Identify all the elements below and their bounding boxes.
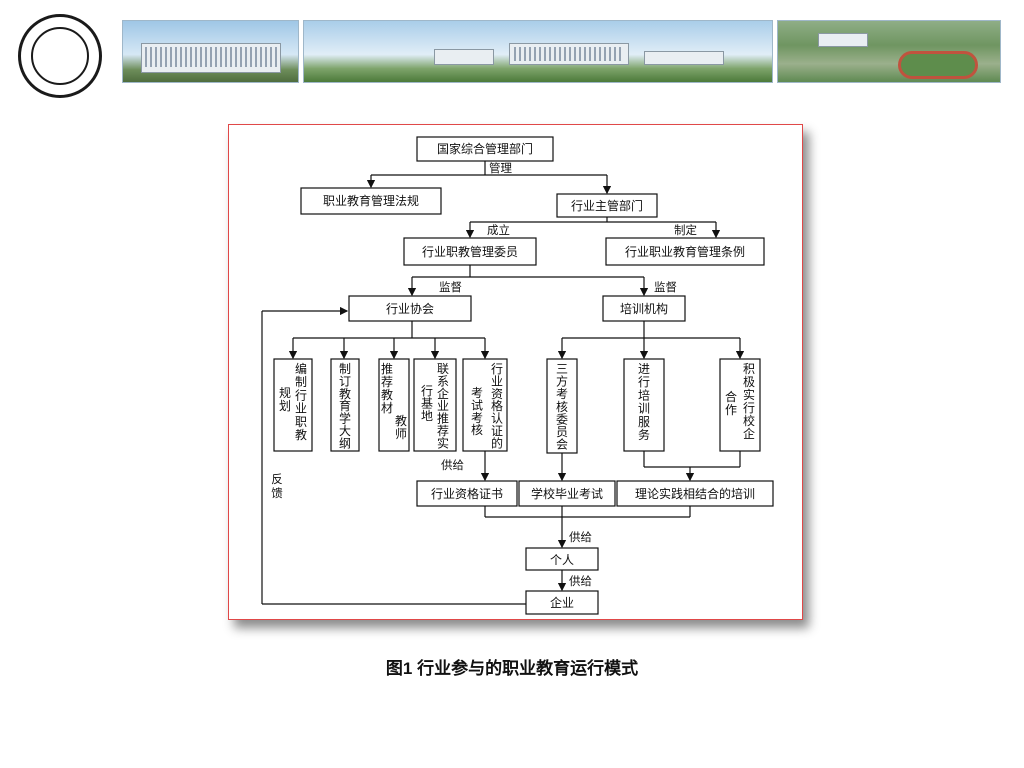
task-syllabus-char: 纲	[339, 436, 351, 450]
task-enterprise-char: 地	[421, 409, 433, 423]
task-cooperation-char: 合	[725, 389, 737, 404]
task-materials-char: 推	[381, 362, 393, 376]
node-association: 行业协会	[386, 301, 434, 316]
task-materials-char: 材	[381, 401, 393, 415]
edge-label-supply-cert: 供给	[441, 458, 464, 472]
task-planning-char: 行	[295, 388, 307, 402]
task-service-char: 行	[638, 375, 650, 389]
task-planning-char: 划	[279, 399, 291, 413]
task-tripartite-char: 委	[556, 412, 568, 426]
task-service-char: 培	[638, 387, 650, 402]
edge-label-supervise-left: 监督	[439, 280, 462, 294]
task-cooperation-char: 校	[743, 413, 755, 428]
task-service-char: 训	[638, 402, 650, 416]
task-certification-char: 试	[471, 397, 483, 412]
task-syllabus-char: 订	[339, 374, 351, 388]
task-certification-char: 证	[491, 424, 503, 438]
feedback-label-char: 反	[271, 472, 283, 486]
task-cooperation-char: 作	[725, 403, 737, 417]
task-materials-char: 师	[395, 427, 407, 441]
edge-label-supply-person: 供给	[569, 530, 592, 544]
node-rules: 行业职业教育管理条例	[625, 244, 745, 259]
task-enterprise-char: 系	[437, 374, 449, 388]
node-training-combined: 理论实践相结合的培训	[635, 486, 755, 501]
task-enterprise-char: 联	[437, 362, 449, 376]
task-enterprise-char: 企	[437, 386, 449, 401]
task-tripartite-char: 三	[556, 362, 568, 376]
task-cooperation-char: 极	[743, 375, 755, 389]
task-materials-char: 荐	[381, 375, 393, 389]
task-enterprise-char: 行	[421, 384, 433, 398]
task-syllabus-char: 育	[339, 398, 351, 413]
task-syllabus-char: 学	[339, 411, 351, 426]
task-enterprise-char: 基	[421, 396, 433, 410]
task-planning-char: 业	[295, 402, 307, 416]
task-materials-char: 教	[395, 413, 407, 428]
node-top: 国家综合管理部门	[437, 141, 533, 156]
node-person: 个人	[550, 553, 574, 567]
diagram-frame: 国家综合管理部门 职业教育管理法规 行业主管部门 行业职教管理委员 行业职业教育…	[228, 124, 803, 620]
node-industry-dept: 行业主管部门	[571, 198, 643, 213]
task-enterprise-char: 推	[437, 412, 449, 426]
task-planning-char: 规	[279, 385, 291, 400]
node-enterprise: 企业	[550, 595, 574, 610]
task-planning-char: 职	[295, 415, 307, 429]
task-syllabus-char: 制	[339, 362, 351, 376]
task-certification-char: 行	[491, 362, 503, 376]
task-certification-char: 考	[471, 411, 483, 425]
node-graduation: 学校毕业考试	[531, 486, 603, 501]
institute-logo	[18, 14, 102, 98]
campus-photo-1	[122, 20, 299, 83]
task-certification-char: 核	[471, 423, 483, 437]
task-tripartite-char: 员	[556, 425, 568, 439]
node-training-org: 培训机构	[620, 301, 668, 316]
task-cooperation-char: 企	[743, 426, 755, 441]
task-planning-char: 教	[295, 427, 307, 442]
edge-label-supply-enterprise: 供给	[569, 574, 592, 588]
task-planning-char: 制	[295, 375, 307, 389]
task-enterprise-char: 荐	[437, 424, 449, 438]
task-certification-char: 考	[471, 386, 483, 400]
task-certification-char: 格	[491, 398, 503, 413]
node-regulations: 职业教育管理法规	[323, 193, 419, 208]
edge-label-formulate: 制定	[674, 223, 697, 237]
edge-label-manage: 管理	[489, 161, 512, 175]
campus-photo-2	[303, 20, 773, 83]
flow-diagram: 国家综合管理部门 职业教育管理法规 行业主管部门 行业职教管理委员 行业职业教育…	[261, 136, 774, 615]
task-service-char: 服	[638, 415, 650, 429]
task-certification-char: 的	[491, 435, 503, 450]
campus-photo-3	[777, 20, 1001, 83]
task-enterprise-char: 实	[437, 435, 449, 450]
task-tripartite-char: 方	[556, 374, 568, 389]
task-certification-char: 认	[491, 412, 503, 426]
task-materials-char: 教	[381, 387, 393, 402]
task-syllabus-char: 教	[339, 386, 351, 401]
task-cooperation-char: 实	[743, 387, 755, 402]
figure-caption: 图1 行业参与的职业教育运行模式	[385, 659, 639, 678]
edge-label-establish: 成立	[487, 223, 510, 237]
task-syllabus-char: 大	[339, 424, 351, 438]
task-planning-char: 编	[295, 361, 307, 376]
feedback-label-char: 馈	[271, 486, 283, 500]
task-tripartite-char: 核	[556, 400, 568, 414]
task-enterprise-char: 业	[437, 399, 449, 413]
task-tripartite-char: 考	[556, 387, 568, 401]
node-committee: 行业职教管理委员	[422, 244, 518, 259]
task-service-char: 务	[638, 427, 650, 442]
task-certification-char: 资	[491, 387, 503, 401]
task-service-char: 进	[638, 362, 650, 376]
task-cooperation-char: 积	[743, 362, 755, 376]
edge-label-supervise-right: 监督	[654, 280, 677, 294]
node-cert: 行业资格证书	[431, 486, 503, 501]
task-cooperation-char: 行	[743, 401, 755, 415]
task-certification-char: 业	[491, 374, 503, 388]
task-tripartite-char: 会	[556, 438, 568, 452]
logo-seal-icon	[31, 27, 89, 85]
